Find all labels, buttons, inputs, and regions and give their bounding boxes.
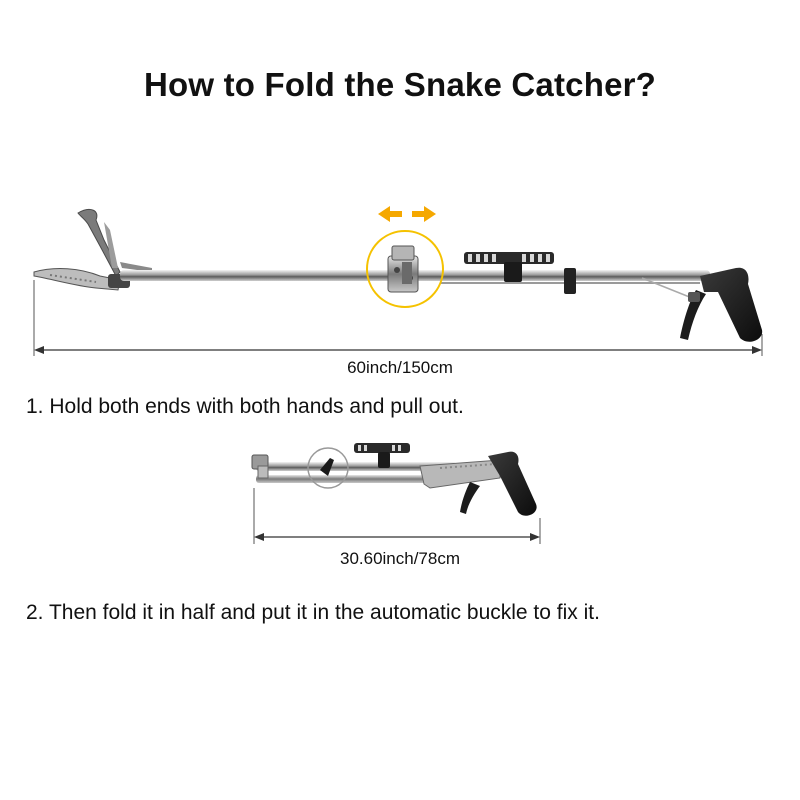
automatic-buckle: [464, 252, 554, 282]
page-title: How to Fold the Snake Catcher?: [143, 66, 657, 103]
folded-dimension-line: [253, 488, 541, 544]
folded-length-label: 30.60inch/78cm: [339, 549, 461, 568]
folded-snake-catcher-illustration: [251, 443, 537, 516]
unfolded-dimension-line: [33, 280, 763, 356]
folding-hinge: [387, 245, 419, 293]
unfolded-length-label: 60inch/150cm: [347, 358, 453, 377]
folded-buckle-highlight-circle: [307, 447, 349, 489]
step-2-instruction: 2. Then fold it in half and put it in th…: [26, 601, 600, 624]
catcher-handle: [641, 267, 763, 342]
catcher-jaw: [33, 209, 152, 291]
hinge-highlight-circle: [366, 230, 444, 308]
step-1-instruction: 1. Hold both ends with both hands and pu…: [26, 395, 464, 418]
pull-arrows-icon: [378, 206, 436, 222]
shaft-clip: [564, 268, 576, 294]
